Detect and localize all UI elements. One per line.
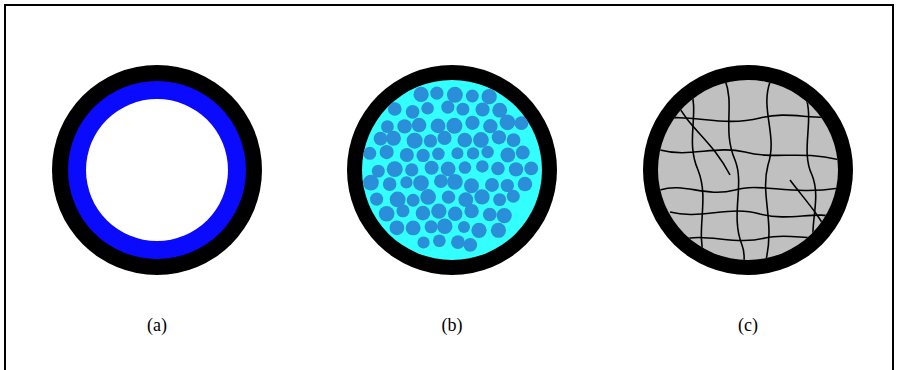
particle [464, 178, 479, 193]
particle [471, 223, 486, 238]
frame [5, 5, 893, 370]
particle-filled-fiber [347, 65, 557, 275]
particle [507, 133, 521, 147]
particle [447, 87, 463, 103]
particle [482, 89, 497, 104]
panel-label: (b) [442, 315, 463, 337]
particle [491, 223, 506, 238]
particle [466, 90, 479, 103]
coating-ring [68, 81, 246, 259]
particle [492, 130, 506, 144]
network-fiber [643, 65, 853, 280]
particle [396, 204, 409, 217]
particle [500, 148, 515, 163]
particle [386, 131, 401, 146]
matrix [362, 80, 542, 260]
particle [459, 161, 472, 174]
particle [413, 175, 429, 191]
particle [425, 220, 438, 233]
particle [442, 191, 455, 204]
particle [363, 175, 379, 191]
matrix [658, 80, 838, 260]
particle [397, 119, 411, 133]
particle [473, 132, 489, 148]
particle [406, 221, 421, 236]
particles [363, 86, 538, 251]
particle [387, 161, 403, 177]
particle [467, 147, 479, 159]
particle [421, 102, 434, 115]
panel-label: (a) [147, 315, 167, 337]
outer-ring [347, 65, 557, 275]
particle [437, 218, 452, 233]
particle [433, 234, 446, 247]
particle [441, 101, 454, 114]
particle [483, 208, 497, 222]
hollow-fiber [52, 65, 262, 275]
particle [434, 174, 448, 188]
particle [374, 132, 388, 146]
particle [481, 146, 493, 158]
particle [463, 238, 477, 252]
particle [451, 235, 465, 249]
particle [406, 105, 420, 119]
particle [407, 133, 423, 149]
particle [370, 193, 383, 206]
particle [475, 102, 489, 116]
particle [500, 114, 516, 130]
particle [448, 207, 462, 221]
particle [432, 148, 445, 161]
particle [493, 193, 506, 206]
particle [400, 148, 414, 162]
particle [446, 118, 462, 134]
particle [507, 190, 520, 203]
particle [389, 220, 404, 235]
particle [412, 118, 427, 133]
particle [424, 134, 437, 147]
particle [485, 178, 499, 192]
particle [457, 133, 472, 148]
particle [425, 161, 439, 175]
particle [383, 177, 397, 191]
outer-ring [643, 65, 853, 275]
hollow-core [86, 99, 228, 241]
outer-ring [52, 65, 262, 275]
particle [400, 176, 412, 188]
particle [447, 174, 463, 190]
particle [416, 206, 431, 221]
particle [476, 160, 489, 173]
particle [464, 204, 478, 218]
particle [420, 189, 436, 205]
particle [456, 103, 469, 116]
particle [437, 131, 451, 145]
particle [380, 145, 394, 159]
particle [465, 116, 479, 130]
fibril-network [655, 80, 845, 280]
particle [509, 162, 523, 176]
particle [491, 162, 504, 175]
particle [405, 163, 418, 176]
particle [388, 102, 402, 116]
particle [416, 149, 429, 162]
particle [515, 116, 529, 130]
particle [379, 206, 395, 222]
particle [407, 194, 420, 207]
particle [430, 86, 443, 99]
particle [518, 177, 533, 192]
particle [413, 87, 428, 102]
particle [451, 147, 463, 159]
particle [417, 236, 429, 248]
panel-label: (c) [738, 315, 758, 337]
particle [458, 221, 470, 233]
particle [431, 204, 446, 219]
particle [516, 146, 530, 160]
particle [524, 162, 538, 176]
particle [474, 189, 489, 204]
particle [441, 161, 456, 176]
particle [363, 147, 376, 160]
particle [497, 208, 512, 223]
